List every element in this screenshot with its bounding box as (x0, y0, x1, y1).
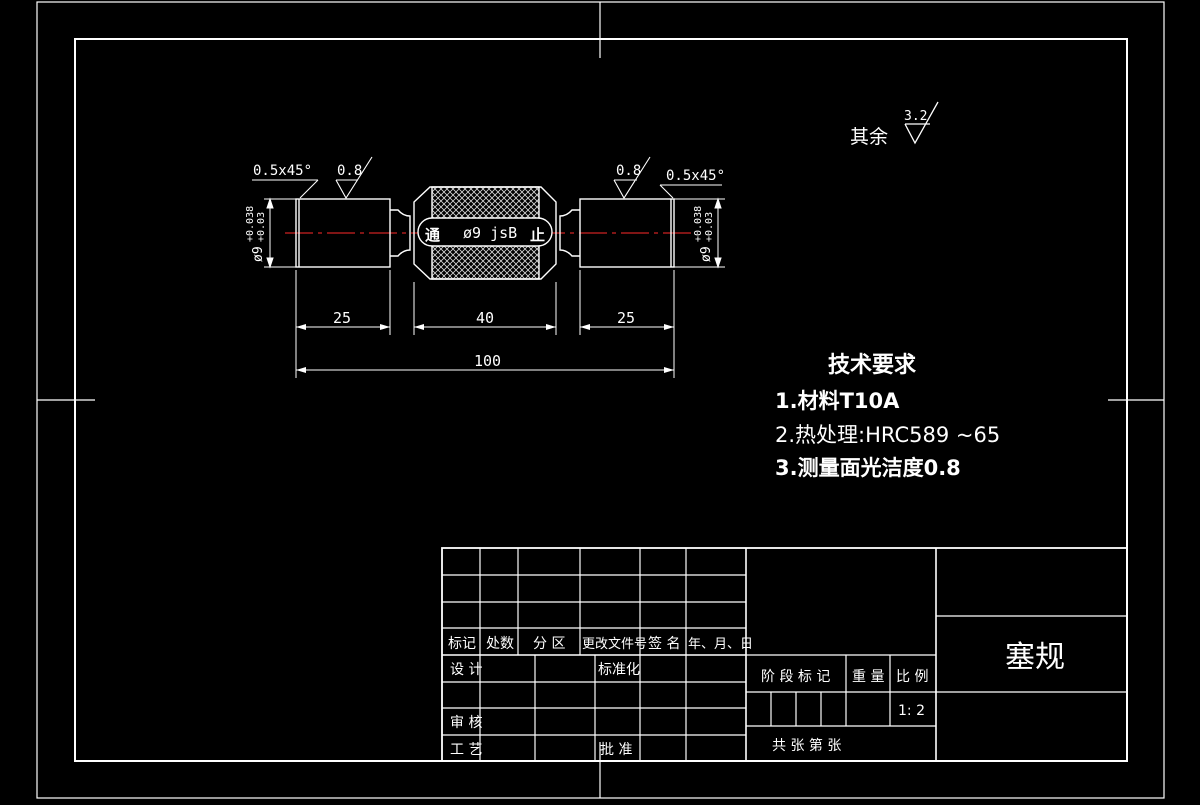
handle-labels: 通 ø9 jsB 止 (425, 224, 545, 244)
dim-total-length: 100 (474, 352, 501, 370)
right-chamfer-label: 0.5x45° (666, 168, 725, 184)
process-label: 工 艺 (450, 742, 482, 758)
sheets-label: 共 张 第 张 (772, 737, 841, 754)
tech-requirements-title: 技术要求 (828, 353, 916, 378)
length-dimensions (295, 270, 675, 378)
left-diameter-lower: +0.03 (256, 212, 267, 242)
handle-spec: ø9 jsB (463, 224, 517, 242)
left-chamfer-label: 0.5x45° (253, 163, 312, 179)
review-label: 审 核 (450, 715, 482, 731)
dim-right-length: 25 (617, 309, 635, 327)
right-finish-value: 0.8 (616, 163, 641, 179)
scale-label: 比 例 (896, 669, 928, 685)
left-finish-value: 0.8 (337, 163, 362, 179)
right-diameter-lower: +0.03 (704, 212, 715, 242)
weight-label: 重 量 (852, 669, 884, 685)
dim-left-length: 25 (333, 309, 351, 327)
part-name: 塞规 (1005, 640, 1065, 675)
stage-mark-label: 阶 段 标 记 (761, 669, 830, 685)
left-diameter-base: ø9 (251, 246, 266, 262)
right-diameter-upper: +0.038 (693, 206, 704, 242)
title-block (441, 547, 1128, 762)
header-zone: 分 区 (533, 636, 565, 652)
header-count: 处数 (486, 636, 514, 652)
plug-gauge-part (285, 186, 695, 280)
right-diameter-text: ø9 +0.038 +0.03 (693, 206, 715, 262)
right-callouts (613, 156, 722, 200)
left-diameter-dim (264, 197, 296, 269)
surface-finish-other-value: 3.2 (904, 109, 927, 124)
right-diameter-base: ø9 (699, 246, 714, 262)
header-change-doc: 更改文件号 (582, 637, 647, 652)
right-diameter-dim (674, 197, 725, 269)
approve-label: 批 准 (600, 742, 632, 758)
nogo-mark: 止 (530, 226, 545, 244)
title-block-text: 标记 处数 分 区 更改文件号 签 名 年、月、日 设 计 标准化 审 核 工 … (448, 635, 1065, 758)
design-label: 设 计 (450, 662, 482, 678)
scale-value: 1: 2 (898, 703, 925, 719)
tech-requirement-item-1: 1.材料T10A (775, 389, 900, 413)
tech-requirement-item-2: 2.热处理:HRC589 ~65 (775, 423, 1000, 447)
left-diameter-upper: +0.038 (245, 206, 256, 242)
left-diameter-text: ø9 +0.038 +0.03 (245, 206, 267, 262)
dim-middle-length: 40 (476, 309, 494, 327)
tech-requirements: 技术要求 1.材料T10A 2.热处理:HRC589 ~65 3.测量面光洁度0… (775, 353, 1000, 480)
header-mark: 标记 (448, 636, 476, 652)
standardization-label: 标准化 (598, 662, 640, 678)
left-callouts (252, 156, 373, 200)
go-mark: 通 (425, 226, 440, 244)
header-signature: 签 名 (648, 635, 680, 652)
header-date: 年、月、日 (688, 637, 753, 652)
tech-requirement-item-3: 3.测量面光洁度0.8 (775, 456, 961, 480)
surface-finish-other-label: 其余 (850, 126, 888, 148)
surface-finish-other: 其余 3.2 (850, 101, 939, 148)
